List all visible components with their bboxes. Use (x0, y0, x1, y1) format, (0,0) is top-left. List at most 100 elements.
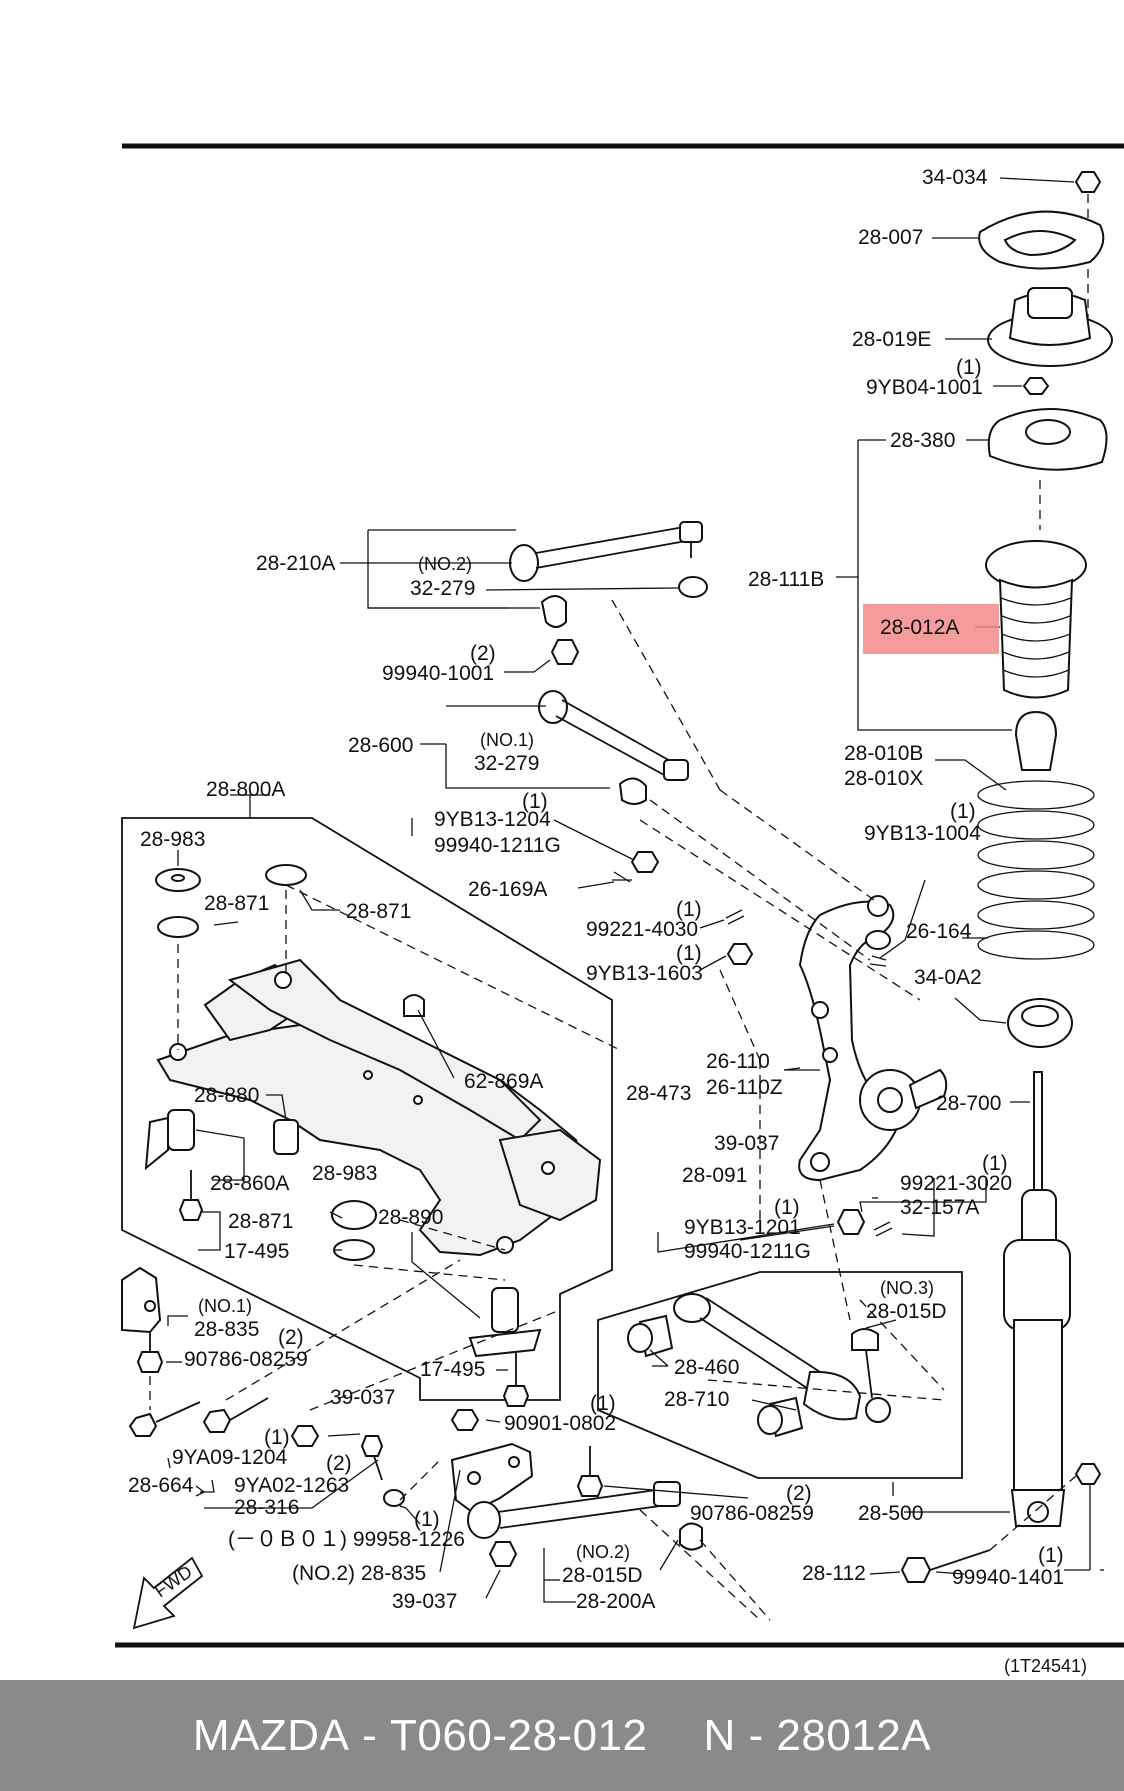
label-99221-4030[interactable]: 99221-4030 (586, 918, 698, 941)
label-28-871-c[interactable]: 28-871 (228, 1210, 293, 1233)
part-28-316-bolt[interactable] (360, 1435, 384, 1481)
label-28-010b[interactable]: 28-010B (844, 742, 923, 765)
label-28-460[interactable]: 28-460 (674, 1356, 739, 1379)
part-28-800a-subframe[interactable] (156, 958, 602, 1257)
part-90786-08259-bolt-a[interactable] (136, 1332, 164, 1373)
label-28-500[interactable]: 28-500 (858, 1502, 923, 1525)
part-39-037-nut-a[interactable] (290, 1425, 320, 1447)
part-26-169a-pin[interactable] (612, 871, 632, 883)
label-28-871-b[interactable]: 28-871 (346, 900, 411, 923)
part-17-495-bolt-a[interactable] (178, 1170, 204, 1221)
part-28-835-bracket-b[interactable] (450, 1442, 534, 1514)
label-28-210a[interactable]: 28-210A (256, 552, 335, 575)
part-90786-08259-bolt-b[interactable] (576, 1446, 604, 1497)
part-34-034-nut[interactable] (1074, 171, 1102, 193)
label-99221-3020[interactable]: 99221-3020 (900, 1172, 1012, 1195)
label-28-600[interactable]: 28-600 (348, 734, 413, 757)
label-17-495-b[interactable]: 17-495 (420, 1358, 485, 1381)
label-39-037-b[interactable]: 39-037 (330, 1386, 395, 1409)
part-9ya09-1204-bolt[interactable] (128, 1401, 201, 1437)
part-28-835-bracket-a[interactable] (121, 1266, 162, 1334)
label-28-473[interactable]: 28-473 (626, 1082, 691, 1105)
part-28-880-bushing[interactable] (273, 1119, 299, 1155)
part-28-710-lower-arm[interactable] (673, 1293, 891, 1423)
part-99221-3020-pin[interactable] (873, 1221, 893, 1237)
label-28-380[interactable]: 28-380 (890, 429, 955, 452)
label-28-010x[interactable]: 28-010X (844, 767, 923, 790)
part-28-380-center[interactable] (1025, 419, 1071, 445)
part-28-700-damper[interactable] (1003, 1071, 1071, 1527)
part-9yb13-1004-washer[interactable] (865, 930, 891, 950)
label-99940-1211g-a[interactable]: 99940-1211G (434, 834, 561, 857)
label-9yb13-1201[interactable]: 9YB13-1201 (684, 1216, 801, 1239)
label-62-869a[interactable]: 62-869A (464, 1070, 543, 1093)
label-28-200a[interactable]: 28-200A (576, 1590, 655, 1613)
label-99940-1211g-b[interactable]: 99940-1211G (684, 1240, 811, 1263)
part-9yb13-1204-nut[interactable] (630, 851, 660, 873)
part-28-871-washer-a[interactable] (157, 916, 199, 938)
label-28-111b[interactable]: 28-111B (748, 568, 824, 591)
part-99940-1001-nut[interactable] (550, 639, 580, 665)
part-26-164-pin[interactable] (869, 955, 887, 967)
label-26-164[interactable]: 26-164 (906, 920, 972, 943)
label-28-316[interactable]: 28-316 (234, 1496, 299, 1519)
label-28-012a[interactable]: 28-012A (880, 616, 959, 639)
label-17-495-a[interactable]: 17-495 (224, 1240, 289, 1263)
part-9yb04-1001-nut[interactable] (1022, 377, 1050, 395)
part-32-279-bushing-b[interactable] (540, 595, 567, 628)
label-90786-08259-a[interactable]: 90786-08259 (184, 1348, 308, 1371)
label-26-110z[interactable]: 26-110Z (706, 1076, 783, 1099)
label-26-110[interactable]: 26-110 (706, 1050, 770, 1073)
label-9yb13-1603[interactable]: 9YB13-1603 (586, 962, 703, 985)
label-39-037-a[interactable]: 39-037 (714, 1132, 779, 1155)
label-32-279-a[interactable]: 32-279 (410, 577, 475, 600)
label-34-0a2[interactable]: 34-0A2 (914, 966, 982, 989)
label-28-007[interactable]: 28-007 (858, 226, 923, 249)
label-28-890[interactable]: 28-890 (378, 1206, 443, 1229)
label-28-710[interactable]: 28-710 (664, 1388, 729, 1411)
part-99940-1401-nut[interactable] (1074, 1463, 1102, 1485)
label-90901-0802[interactable]: 90901-0802 (504, 1412, 616, 1435)
label-no2-28-835[interactable]: (NO.2) 28-835 (292, 1562, 426, 1585)
label-28-983-b[interactable]: 28-983 (312, 1162, 377, 1185)
label-9yb13-1004[interactable]: 9YB13-1004 (864, 822, 981, 845)
label-9ya02-1263[interactable]: 9YA02-1263 (234, 1474, 349, 1497)
label-26-169a[interactable]: 26-169A (468, 878, 547, 901)
part-26-110-knuckle[interactable] (798, 895, 948, 1182)
part-28-200a-link[interactable] (467, 1481, 681, 1539)
part-28-019e-mount-top[interactable] (1027, 287, 1073, 319)
label-0b01-99958-1226[interactable]: (－０Ｂ０１) 99958-1226 (228, 1528, 465, 1551)
part-28-983-washer-b[interactable] (331, 1200, 377, 1230)
label-28-871-a[interactable]: 28-871 (204, 892, 269, 915)
label-99940-1401[interactable]: 99940-1401 (952, 1566, 1064, 1589)
part-28-860a-bushing[interactable] (167, 1109, 195, 1151)
label-28-015d-b[interactable]: 28-015D (562, 1564, 643, 1587)
part-32-279-bushing-c[interactable] (618, 777, 647, 805)
label-34-034[interactable]: 34-034 (922, 166, 988, 189)
label-28-800a[interactable]: 28-800A (206, 778, 285, 801)
label-28-700[interactable]: 28-700 (936, 1092, 1001, 1115)
label-28-664[interactable]: 28-664 (128, 1474, 194, 1497)
part-28-890-bushing[interactable] (468, 1287, 542, 1358)
part-28-871-washer-b[interactable] (265, 864, 307, 886)
label-90786-08259-b[interactable]: 90786-08259 (690, 1502, 814, 1525)
part-28-010x-coil-spring[interactable] (977, 780, 1095, 960)
label-28-112[interactable]: 28-112 (802, 1562, 866, 1585)
label-9ya09-1204[interactable]: 9YA09-1204 (172, 1446, 288, 1469)
label-32-279-b[interactable]: 32-279 (474, 752, 539, 775)
part-28-210a-link[interactable] (509, 521, 703, 582)
label-28-860a[interactable]: 28-860A (210, 1172, 289, 1195)
part-17-495-bolt-b[interactable] (502, 1352, 530, 1407)
part-28-015d-ball-joint-b[interactable] (679, 1522, 703, 1551)
part-99958-1226-washer[interactable] (383, 1489, 405, 1507)
label-28-019e[interactable]: 28-019E (852, 328, 931, 351)
part-28-007-plate[interactable] (978, 210, 1105, 270)
label-28-835-a[interactable]: 28-835 (194, 1318, 259, 1341)
label-28-880[interactable]: 28-880 (194, 1084, 259, 1107)
label-39-037-c[interactable]: 39-037 (392, 1590, 457, 1613)
part-32-279-bushing-a[interactable] (678, 576, 708, 598)
label-99940-1001[interactable]: 99940-1001 (382, 662, 494, 685)
label-28-983-a[interactable]: 28-983 (140, 828, 205, 851)
label-32-157a[interactable]: 32-157A (900, 1196, 979, 1219)
label-9yb04-1001[interactable]: 9YB04-1001 (866, 376, 983, 399)
